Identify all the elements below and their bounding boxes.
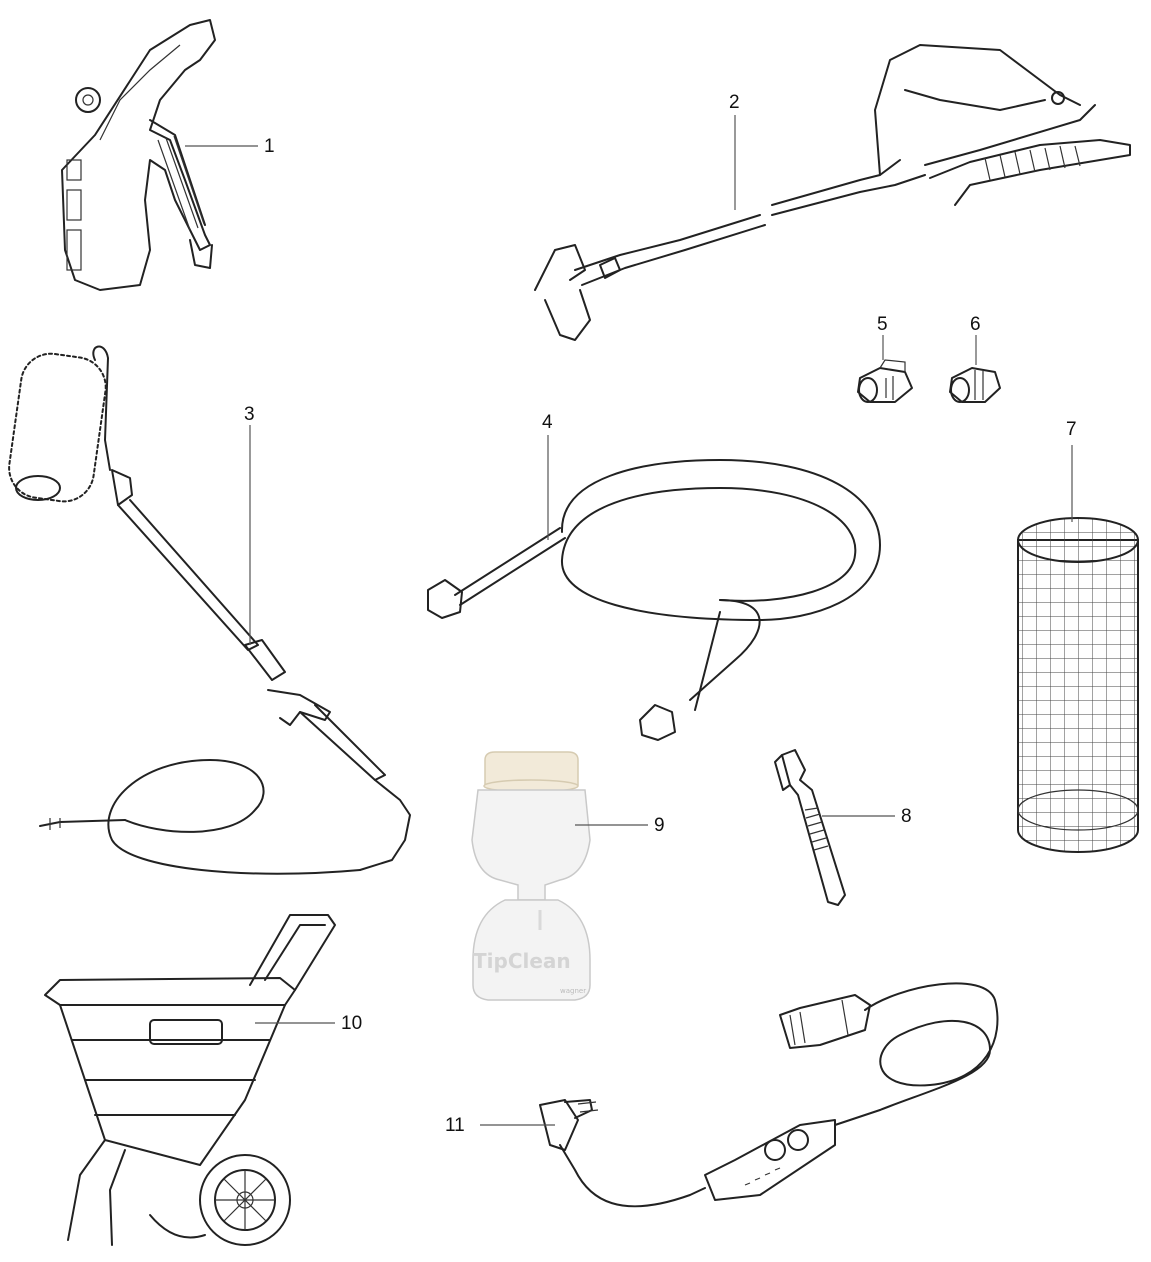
cart-icon	[44, 914, 336, 1246]
callout-8: 8	[901, 806, 912, 827]
hose-connector-icon	[949, 367, 1001, 403]
callout-10: 10	[341, 1013, 362, 1034]
callout-3: 3	[244, 404, 255, 425]
callout-6: 6	[970, 314, 981, 335]
power-cable-icon	[539, 982, 999, 1208]
tipclean-bottle-icon: TipClean wagner	[471, 751, 591, 1001]
callout-4: 4	[542, 412, 553, 433]
callout-2: 2	[729, 92, 740, 113]
paint-roller-icon	[8, 345, 411, 875]
spray-gun-icon	[61, 19, 216, 291]
callout-5: 5	[877, 314, 888, 335]
tipclean-small-label: wagner	[560, 987, 586, 995]
callout-1: 1	[264, 136, 275, 157]
callout-11: 11	[445, 1115, 465, 1136]
high-pressure-hose-icon	[427, 459, 881, 741]
tipclean-label: TipClean	[473, 949, 571, 973]
extension-spray-gun-icon	[534, 44, 1131, 341]
high-pressure-filter-icon	[774, 749, 846, 906]
hose-adapter-icon	[857, 359, 913, 403]
callout-7: 7	[1066, 419, 1077, 440]
callout-9: 9	[654, 815, 665, 836]
filter-mesh-icon	[1017, 517, 1139, 853]
